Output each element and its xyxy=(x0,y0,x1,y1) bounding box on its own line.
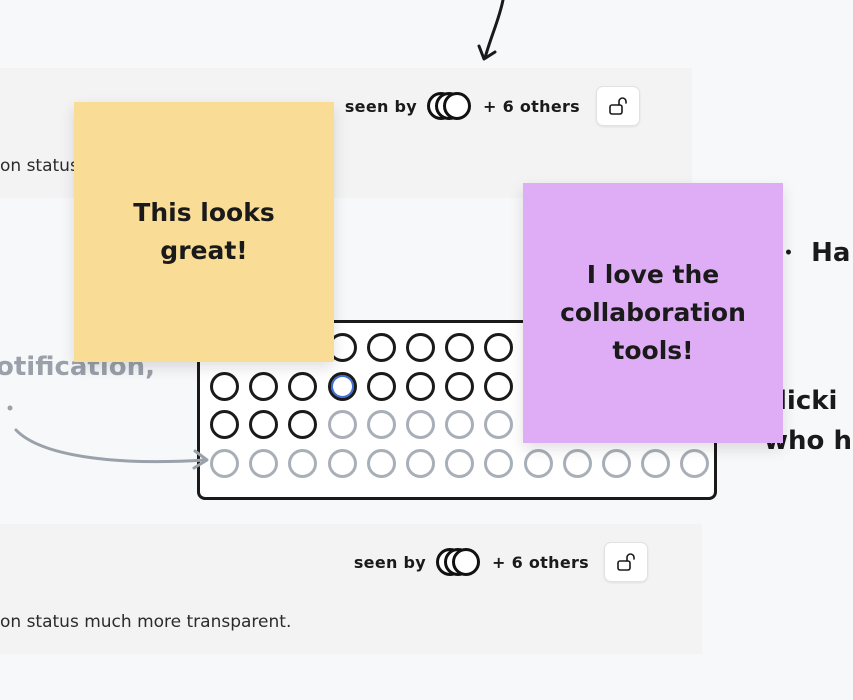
sticky-line: collaboration xyxy=(560,298,746,327)
seat-dot[interactable] xyxy=(406,410,435,439)
seat-dot[interactable] xyxy=(523,448,553,478)
activity-card-bottom: seen by + 6 others on status much more t… xyxy=(0,524,702,654)
seat-dot[interactable] xyxy=(327,448,357,478)
seat-dot[interactable] xyxy=(562,448,592,478)
seat-dot[interactable] xyxy=(445,410,475,439)
seat-dot[interactable] xyxy=(445,333,475,362)
viewer-avatars[interactable] xyxy=(436,548,486,576)
seat-dot[interactable] xyxy=(602,448,631,478)
seat-dot[interactable] xyxy=(366,410,396,439)
annotation-right-top: • Ha xyxy=(784,238,851,268)
seat-dot[interactable] xyxy=(680,448,710,478)
sticky-note-purple[interactable]: I love the collaboration tools! xyxy=(523,183,783,443)
sticky-line: This looks xyxy=(133,198,275,227)
seat-dot[interactable] xyxy=(484,333,514,362)
seat-dot[interactable] xyxy=(249,410,279,439)
viewer-avatars[interactable] xyxy=(427,92,477,120)
seen-by-label: seen by xyxy=(353,552,427,572)
seat-dot[interactable] xyxy=(288,448,318,478)
seat-dot[interactable] xyxy=(445,371,475,401)
avatar xyxy=(443,92,472,120)
curved-arrow-right-icon xyxy=(7,405,209,470)
seat-dot[interactable] xyxy=(210,448,239,478)
sticky-line: I love the xyxy=(586,260,720,289)
sticky-note-yellow[interactable]: This looks great! xyxy=(74,102,334,362)
seat-dot[interactable] xyxy=(327,410,357,439)
seat-dot[interactable] xyxy=(366,371,396,401)
seat-dot[interactable] xyxy=(249,448,279,478)
seat-dot[interactable] xyxy=(484,371,514,401)
seat-dot[interactable] xyxy=(484,410,514,439)
lock-button[interactable] xyxy=(604,542,648,582)
seat-dot[interactable] xyxy=(327,371,357,401)
lock-button[interactable] xyxy=(596,86,640,126)
seat-dot[interactable] xyxy=(210,410,239,439)
seen-by-row: seen by + 6 others xyxy=(354,548,589,576)
arrow-down-icon xyxy=(477,0,505,61)
annotation-right-mid: licki xyxy=(778,386,838,416)
avatar xyxy=(452,548,481,576)
seat-dot[interactable] xyxy=(366,448,396,478)
others-count[interactable]: + 6 others xyxy=(492,552,589,572)
seat-dot[interactable] xyxy=(288,410,318,439)
seat-dot[interactable] xyxy=(406,371,435,401)
seen-by-label: seen by xyxy=(344,96,418,116)
seat-dot[interactable] xyxy=(641,448,671,478)
seat-dot[interactable] xyxy=(288,371,318,401)
card-description: on status r xyxy=(0,156,92,176)
seat-dot[interactable] xyxy=(249,371,279,401)
seat-dot[interactable] xyxy=(406,448,435,478)
seat-dot[interactable] xyxy=(210,371,239,401)
others-count[interactable]: + 6 others xyxy=(483,96,580,116)
sticky-line: tools! xyxy=(612,336,694,365)
seat-dot[interactable] xyxy=(406,333,435,362)
seat-dot[interactable] xyxy=(484,448,514,478)
unlocked-padlock-icon xyxy=(609,97,627,115)
seat-dot[interactable] xyxy=(366,333,396,362)
seat-dot[interactable] xyxy=(445,448,475,478)
seen-by-row: seen by + 6 others xyxy=(345,92,580,120)
card-description: on status much more transparent. xyxy=(0,612,292,632)
sticky-line: great! xyxy=(160,236,248,265)
unlocked-padlock-icon xyxy=(617,553,635,571)
